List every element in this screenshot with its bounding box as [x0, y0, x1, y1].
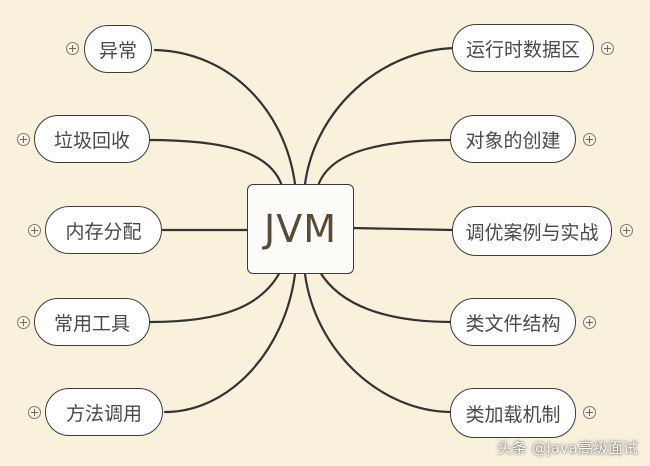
expand-memory-allocation-icon[interactable] — [28, 224, 41, 237]
topic-garbage-collection[interactable]: 垃圾回收 — [34, 115, 150, 163]
topic-object-creation[interactable]: 对象的创建 — [450, 115, 576, 163]
topic-method-invocation[interactable]: 方法调用 — [45, 388, 163, 436]
expand-exception-icon[interactable] — [66, 42, 79, 55]
expand-tools-icon[interactable] — [17, 316, 30, 329]
expand-tuning-icon[interactable] — [620, 224, 633, 237]
expand-object-creation-icon[interactable] — [583, 133, 596, 146]
central-topic-jvm[interactable]: JVM — [247, 184, 354, 274]
connector-class-file — [318, 270, 454, 324]
connector-exception — [153, 48, 297, 186]
topic-memory-allocation[interactable]: 内存分配 — [45, 206, 162, 254]
expand-class-file-icon[interactable] — [583, 316, 596, 329]
watermark-text: 头条 @java高级面试 — [496, 439, 638, 457]
expand-gc-icon[interactable] — [17, 133, 30, 146]
expand-method-invocation-icon[interactable] — [28, 406, 41, 419]
connector-tools — [148, 270, 282, 324]
expand-runtime-data-icon[interactable] — [601, 42, 614, 55]
connector-object-creation — [316, 138, 454, 188]
topic-class-file-structure[interactable]: 类文件结构 — [450, 298, 576, 346]
topic-exception[interactable]: 异常 — [84, 25, 152, 73]
topic-runtime-data-area[interactable]: 运行时数据区 — [452, 24, 594, 72]
connector-class-loading — [303, 272, 454, 414]
topic-class-loading[interactable]: 类加载机制 — [450, 388, 576, 438]
connector-gc — [146, 138, 284, 188]
connector-tuning — [350, 226, 455, 232]
connector-method-invocation — [163, 272, 297, 414]
expand-class-loading-icon[interactable] — [583, 406, 596, 419]
topic-common-tools[interactable]: 常用工具 — [34, 298, 150, 346]
topic-tuning-cases[interactable]: 调优案例与实战 — [452, 206, 612, 256]
connector-runtime-data — [303, 46, 457, 186]
